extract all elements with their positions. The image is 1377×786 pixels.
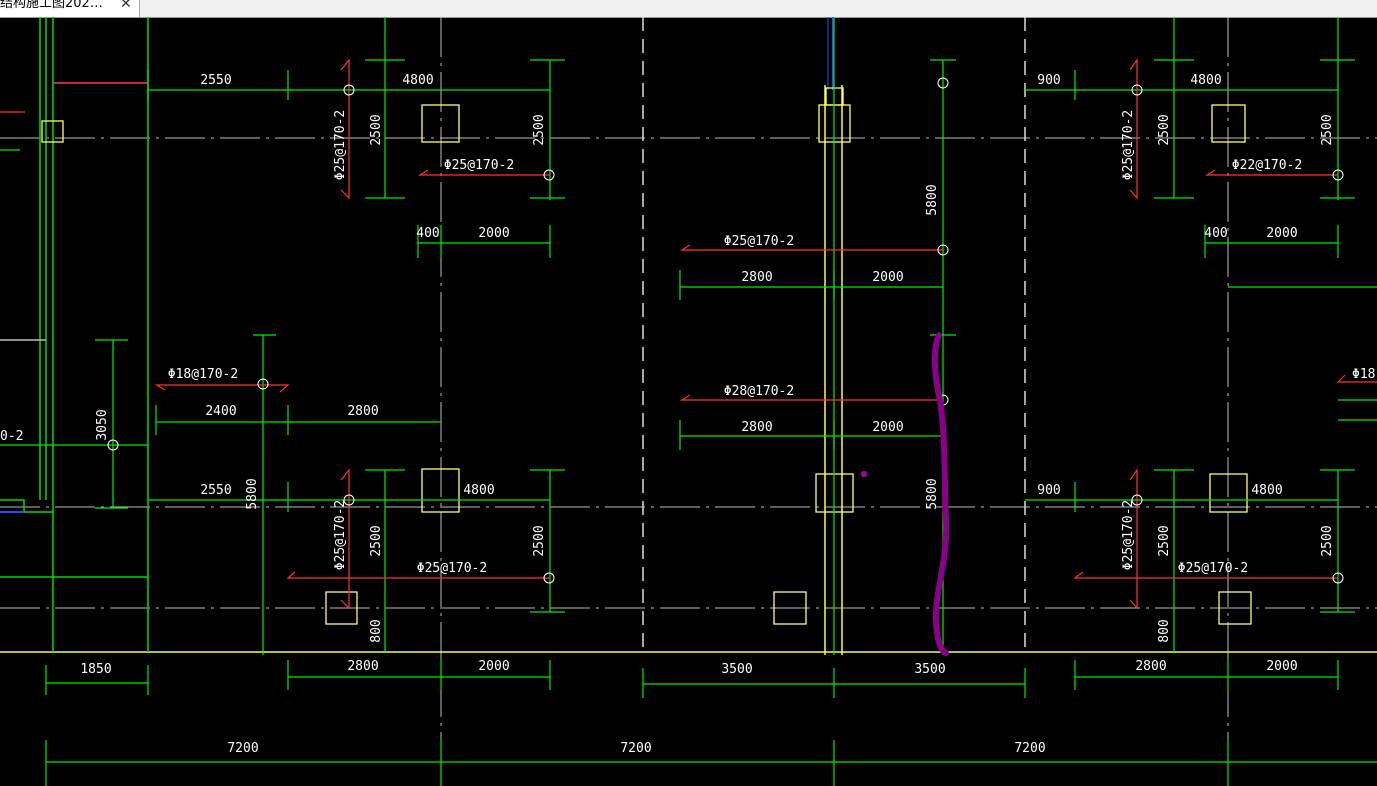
dim-label: 2500 xyxy=(532,525,547,556)
left-structure xyxy=(0,17,149,652)
dim-label: 3500 xyxy=(914,662,945,677)
dim-label: 900 xyxy=(1037,483,1060,498)
rebar-label: Φ25@170-2 xyxy=(1121,110,1136,180)
dim-label: 2000 xyxy=(478,659,509,674)
dim-label: 1850 xyxy=(80,662,111,677)
dim-label: 2800 xyxy=(741,420,772,435)
rebar-label: Φ18 xyxy=(1352,367,1375,382)
rebar-labels: Φ25@170-2 Φ25@170-2 Φ25@170-2 Φ28@170-2 … xyxy=(0,110,1375,576)
dim-label: 3500 xyxy=(721,662,752,677)
dim-label: 5800 xyxy=(925,184,940,215)
dim-label: 2000 xyxy=(872,420,903,435)
dim-label: 2000 xyxy=(872,270,903,285)
dim-label: 800 xyxy=(369,619,384,642)
vertical-axes xyxy=(440,17,1229,786)
dim-label: 2500 xyxy=(1320,525,1335,556)
dim-label: 7200 xyxy=(620,741,651,756)
dim-label: 2500 xyxy=(369,114,384,145)
dim-label: 2800 xyxy=(347,404,378,419)
dim-label: 4800 xyxy=(402,73,433,88)
dim-label: 2550 xyxy=(200,483,231,498)
dim-label: 2000 xyxy=(1266,226,1297,241)
dim-label: 800 xyxy=(1157,619,1172,642)
dim-label: 2800 xyxy=(741,270,772,285)
dim-label: 900 xyxy=(1037,73,1060,88)
rebar-label: Φ25@170-2 xyxy=(1121,500,1136,570)
tab-bar: 结构施工图202… ✕ xyxy=(0,0,1377,18)
dim-label: 5800 xyxy=(925,478,940,509)
dim-label: 2500 xyxy=(1320,114,1335,145)
dim-label: 2500 xyxy=(532,114,547,145)
dim-label: 4800 xyxy=(1251,483,1282,498)
rebar-label: Φ18@170-2 xyxy=(168,367,238,382)
cad-drawing-canvas[interactable]: 2550 4800 2500 2500 400 2000 5800 2800 2… xyxy=(0,17,1377,786)
annotation-dot xyxy=(861,471,867,477)
dim-label: 2550 xyxy=(200,73,231,88)
rebar-label: Φ25@170-2 xyxy=(333,500,348,570)
rebar-label: Φ25@170-2 xyxy=(333,110,348,180)
drawing-tab[interactable]: 结构施工图202… ✕ xyxy=(0,0,140,17)
rebar-label: Φ28@170-2 xyxy=(724,384,794,399)
dim-label: 3050 xyxy=(95,409,110,440)
rebar-label: Φ22@170-2 xyxy=(1232,158,1302,173)
annotation-stroke xyxy=(931,332,950,656)
rebar-lines xyxy=(0,58,1377,610)
rebar-label: Φ25@170-2 xyxy=(1178,561,1248,576)
dim-label: 400 xyxy=(1204,226,1227,241)
dim-label: 2000 xyxy=(478,226,509,241)
dim-label: 2400 xyxy=(205,404,236,419)
column-grid-lines xyxy=(642,17,1026,655)
dim-label: 4800 xyxy=(1190,73,1221,88)
dim-label: 5800 xyxy=(245,478,260,509)
rebar-label: 0-2 xyxy=(0,429,23,444)
dimension-labels: 2550 4800 2500 2500 400 2000 5800 2800 2… xyxy=(80,73,1335,756)
drawing-tab-title: 结构施工图202… xyxy=(0,0,103,11)
dim-label: 2500 xyxy=(1157,114,1172,145)
axis-grid-lines xyxy=(0,137,1377,609)
close-icon[interactable]: ✕ xyxy=(120,0,132,12)
dim-label: 2800 xyxy=(1135,659,1166,674)
dim-label: 4800 xyxy=(463,483,494,498)
dimension-lines xyxy=(0,17,1377,786)
dim-label: 2800 xyxy=(347,659,378,674)
dim-label: 7200 xyxy=(1014,741,1045,756)
wall-outline xyxy=(0,85,1377,655)
dim-label: 2000 xyxy=(1266,659,1297,674)
rebar-label: Φ25@170-2 xyxy=(417,561,487,576)
dim-label: 2500 xyxy=(1157,525,1172,556)
columns xyxy=(41,87,1252,625)
rebar-label: Φ25@170-2 xyxy=(724,234,794,249)
dim-label: 7200 xyxy=(227,741,258,756)
rebar-label: Φ25@170-2 xyxy=(444,158,514,173)
dim-label: 400 xyxy=(416,226,439,241)
dim-label: 2500 xyxy=(369,525,384,556)
